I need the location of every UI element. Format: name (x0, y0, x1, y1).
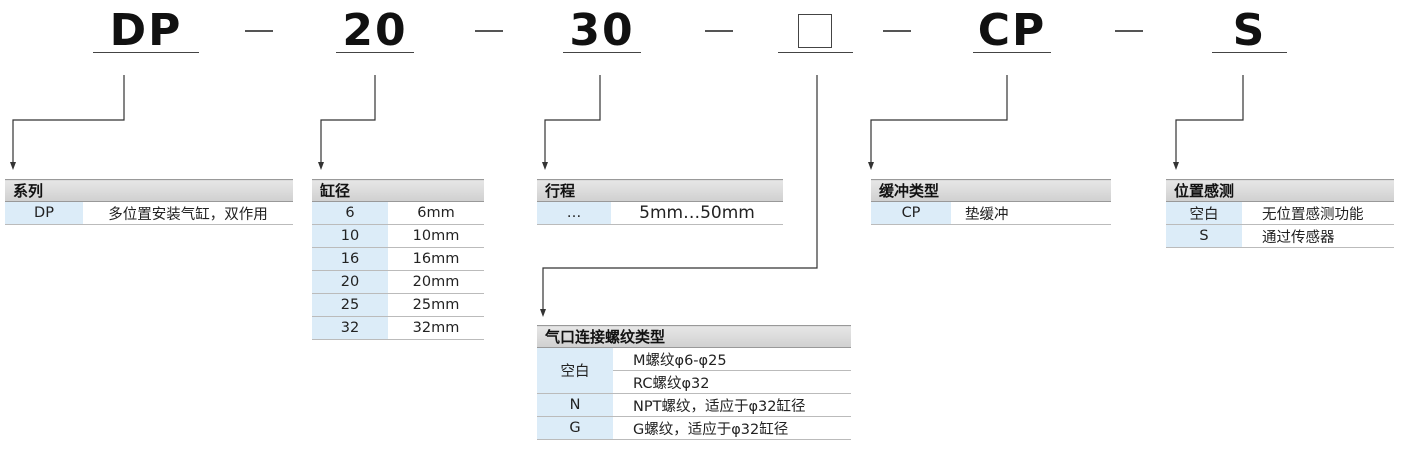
port-value: RC螺纹φ32 (613, 370, 851, 394)
table-row: DP 多位置安装气缸，双作用 (5, 201, 293, 225)
bore-value: 25mm (388, 293, 484, 317)
series-desc: 多位置安装气缸，双作用 (83, 201, 293, 225)
table-row: 空白 无位置感测功能 (1166, 201, 1394, 225)
port-code-blank: 空白 (537, 347, 613, 394)
blank-box-icon (797, 14, 832, 48)
cushion-table: 缓冲类型 CP 垫缓冲 (871, 179, 1111, 225)
stroke-range: 5mm…50mm (611, 201, 783, 225)
sensor-table: 位置感测 空白 无位置感测功能 S 通过传感器 (1166, 179, 1394, 248)
sensor-code: S (1166, 224, 1242, 248)
code-port-thread (778, 0, 853, 53)
bore-code: 6 (312, 201, 388, 225)
separator-dash (1115, 30, 1143, 32)
code-stroke: 30 (563, 0, 641, 56)
bore-code: 16 (312, 247, 388, 271)
port-thread-table: 气口连接螺纹类型 空白 M螺纹φ6-φ25 RC螺纹φ32 N NPT螺纹，适应… (537, 325, 851, 440)
table-row: … 5mm…50mm (537, 201, 783, 225)
stroke-code: … (537, 201, 611, 225)
series-code: DP (5, 201, 83, 225)
separator-dash (245, 30, 273, 32)
table-row: 空白 M螺纹φ6-φ25 (537, 347, 851, 394)
bore-value: 32mm (388, 316, 484, 340)
sensor-desc: 无位置感测功能 (1242, 201, 1394, 225)
port-value: G螺纹，适应于φ32缸径 (613, 416, 851, 440)
series-table: 系列 DP 多位置安装气缸，双作用 (5, 179, 293, 225)
bore-value: 16mm (388, 247, 484, 271)
sensor-code: 空白 (1166, 201, 1242, 225)
separator-dash (883, 30, 911, 32)
cushion-header: 缓冲类型 (871, 179, 1111, 202)
code-cushion: CP (973, 0, 1051, 56)
bore-value: 20mm (388, 270, 484, 294)
cushion-desc: 垫缓冲 (951, 201, 1111, 225)
stroke-table: 行程 … 5mm…50mm (537, 179, 783, 225)
port-code: N (537, 393, 613, 417)
code-sensor: S (1212, 0, 1287, 56)
bore-value: 6mm (388, 201, 484, 225)
port-value: NPT螺纹，适应于φ32缸径 (613, 393, 851, 417)
bore-code: 10 (312, 224, 388, 248)
table-row: CP 垫缓冲 (871, 201, 1111, 225)
sensor-desc: 通过传感器 (1242, 224, 1394, 248)
stroke-header: 行程 (537, 179, 783, 202)
code-series: DP (93, 0, 199, 56)
table-row: N NPT螺纹，适应于φ32缸径 (537, 393, 851, 417)
code-bore: 20 (336, 0, 414, 56)
bore-code: 25 (312, 293, 388, 317)
separator-dash (705, 30, 733, 32)
table-row: G G螺纹，适应于φ32缸径 (537, 416, 851, 440)
port-thread-header: 气口连接螺纹类型 (537, 325, 851, 348)
bore-code: 32 (312, 316, 388, 340)
bore-header: 缸径 (312, 179, 484, 202)
table-row: RC螺纹φ32 (537, 370, 851, 394)
port-code: G (537, 416, 613, 440)
bore-code: 20 (312, 270, 388, 294)
series-header: 系列 (5, 179, 293, 202)
bore-value: 10mm (388, 224, 484, 248)
table-row: S 通过传感器 (1166, 224, 1394, 248)
cushion-code: CP (871, 201, 951, 225)
sensor-header: 位置感测 (1166, 179, 1394, 202)
port-value: M螺纹φ6-φ25 (613, 347, 851, 371)
separator-dash (475, 30, 503, 32)
